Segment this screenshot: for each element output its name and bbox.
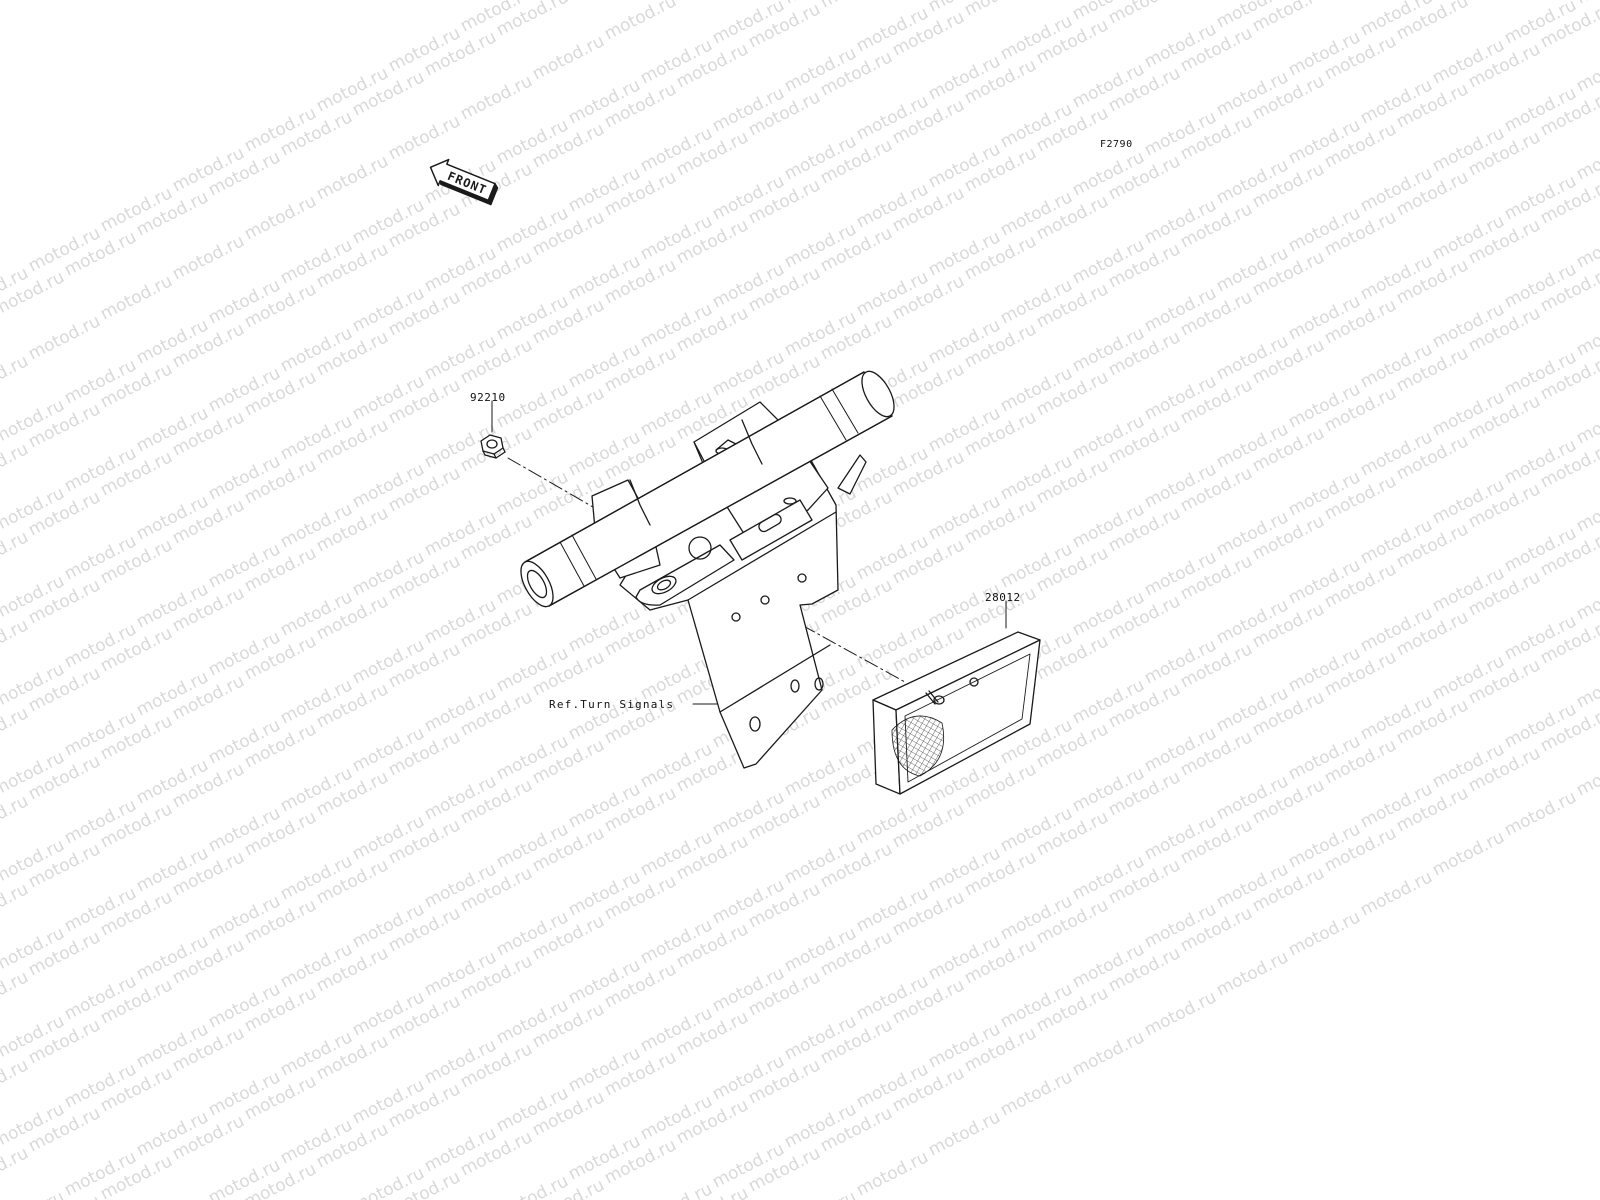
part-number-92210-label: 92210 — [470, 391, 506, 404]
watermark-text: motod.ru — [1573, 0, 1600, 8]
part-number-28012-label: 28012 — [985, 591, 1021, 604]
nut-92210-part — [480, 434, 506, 459]
figure-code-label: F2790 — [1100, 139, 1133, 150]
reference-note-label: Ref.Turn Signals — [549, 698, 675, 711]
front-arrow-icon: FRONT — [429, 158, 499, 206]
crossbar-tube-part — [520, 370, 895, 608]
reflector-28012-part — [872, 631, 1041, 795]
